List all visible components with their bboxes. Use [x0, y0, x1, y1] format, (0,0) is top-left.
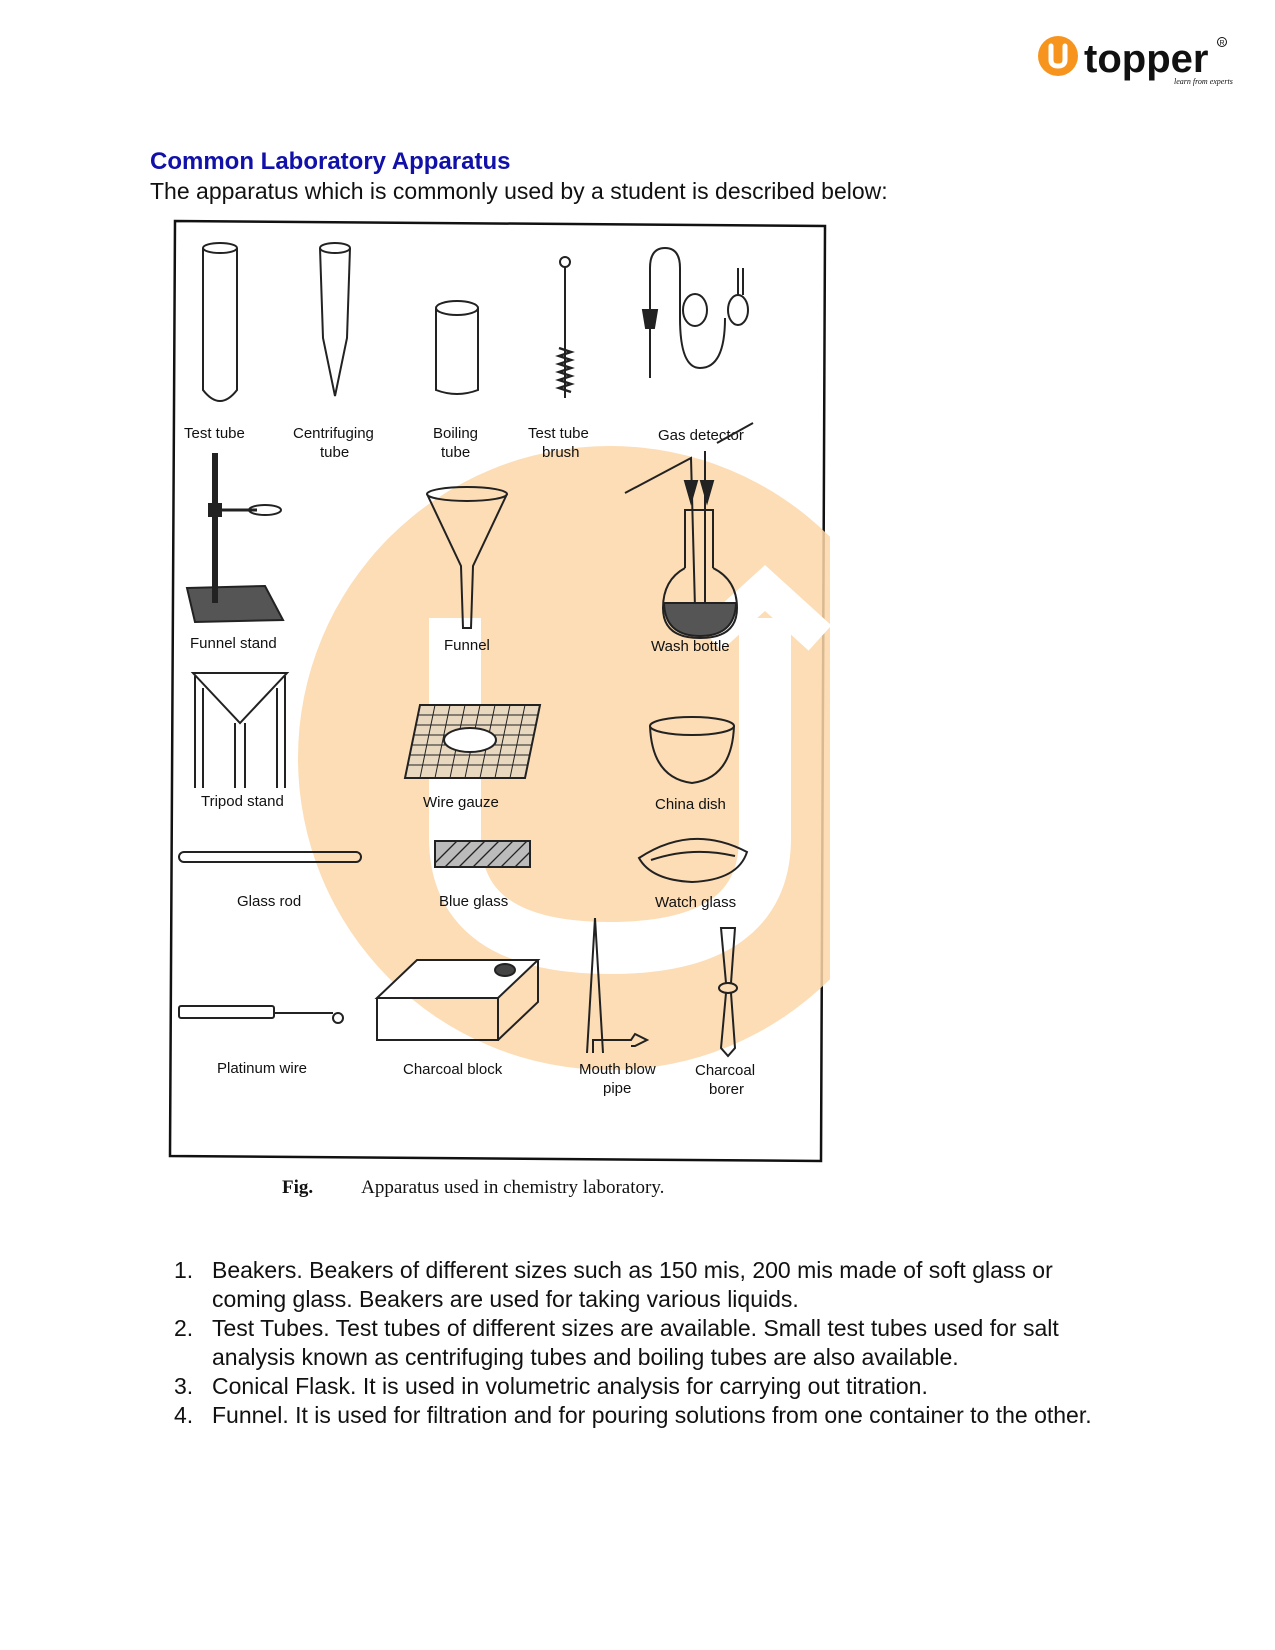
gas-detector-icon [641, 246, 749, 378]
label-centrifuging-1: Centrifuging [293, 425, 374, 442]
figure-caption-text: Apparatus used in chemistry laboratory. [361, 1177, 665, 1198]
label-charcoal-block: Charcoal block [403, 1061, 503, 1078]
wash-bottle-icon [624, 422, 754, 640]
label-wire-gauze: Wire gauze [423, 794, 499, 811]
mouth-blow-pipe-icon [586, 917, 650, 1054]
brand-logo: topper R learn from experts [1038, 32, 1238, 96]
label-charcoal-borer-1: Charcoal [695, 1062, 755, 1079]
wire-gauze-icon [403, 704, 542, 779]
figure-frame [168, 219, 827, 1163]
list-item-text: Conical Flask. It is used in volumetric … [212, 1373, 928, 1399]
label-funnel: Funnel [444, 637, 490, 654]
test-tube-icon [202, 242, 238, 402]
label-watch-glass: Watch glass [655, 894, 736, 911]
charcoal-borer-icon [718, 927, 738, 1058]
list-item: 3. Conical Flask. It is used in volumetri… [160, 1372, 1120, 1401]
label-boiling-1: Boiling [433, 425, 478, 442]
blue-glass-icon [434, 840, 531, 868]
label-centrifuging-2: tube [320, 444, 349, 461]
label-mouth-blow-1: Mouth blow [579, 1061, 656, 1078]
list-item-number: 1. [174, 1257, 194, 1283]
list-item-text: Beakers. Beakers of different sizes such… [212, 1257, 1053, 1312]
logo-tagline: learn from experts [1174, 77, 1233, 86]
intro-text: The apparatus which is commonly used by … [150, 178, 888, 204]
list-item-number: 2. [174, 1315, 194, 1341]
funnel-icon [426, 486, 508, 629]
label-wash-bottle: Wash bottle [651, 638, 730, 655]
watch-glass-icon [637, 837, 749, 884]
watermark-logo-icon [298, 446, 830, 1070]
label-brush-2: brush [542, 444, 580, 461]
charcoal-block-icon [374, 959, 541, 1041]
boiling-tube-icon [435, 300, 479, 395]
label-mouth-blow-2: pipe [603, 1080, 631, 1097]
label-glass-rod: Glass rod [237, 893, 301, 910]
apparatus-list: 1. Beakers. Beakers of different sizes su… [160, 1256, 1120, 1430]
page-heading: Common Laboratory Apparatus [150, 148, 511, 175]
label-test-tube: Test tube [184, 425, 245, 442]
centrifuging-tube-icon [319, 242, 351, 397]
label-brush-1: Test tube [528, 425, 589, 442]
glass-rod-icon [178, 851, 362, 863]
figure-caption: Fig. Apparatus used in chemistry laborato… [282, 1177, 664, 1199]
label-tripod-stand: Tripod stand [201, 793, 284, 810]
label-china-dish: China dish [655, 796, 726, 813]
label-boiling-2: tube [441, 444, 470, 461]
china-dish-icon [649, 716, 735, 785]
registered-mark-icon [1217, 37, 1227, 47]
list-item-text: Test Tubes. Test tubes of different size… [212, 1315, 1059, 1370]
label-blue-glass: Blue glass [439, 893, 508, 910]
list-item: 2. Test Tubes. Test tubes of different si… [160, 1314, 1120, 1372]
tripod-stand-icon [190, 672, 290, 788]
label-platinum-wire: Platinum wire [217, 1060, 307, 1077]
list-item-text: Funnel. It is used for filtration and fo… [212, 1402, 1092, 1428]
list-item-number: 4. [174, 1402, 194, 1428]
funnel-stand-icon [185, 453, 285, 624]
figure-caption-label: Fig. [282, 1177, 314, 1198]
apparatus-figure: Test tube Centrifuging tube Boiling tube… [165, 218, 830, 1168]
list-item: 4. Funnel. It is used for filtration and … [160, 1401, 1120, 1430]
list-item-number: 3. [174, 1373, 194, 1399]
platinum-wire-icon [178, 1005, 344, 1024]
label-charcoal-borer-2: borer [709, 1081, 744, 1098]
test-tube-brush-icon [555, 256, 575, 398]
label-funnel-stand: Funnel stand [190, 635, 277, 652]
svg-text:R: R [1220, 40, 1225, 47]
logo-text: topper [1084, 37, 1208, 81]
logo-badge-icon [1038, 36, 1078, 76]
list-item: 1. Beakers. Beakers of different sizes su… [160, 1256, 1120, 1314]
